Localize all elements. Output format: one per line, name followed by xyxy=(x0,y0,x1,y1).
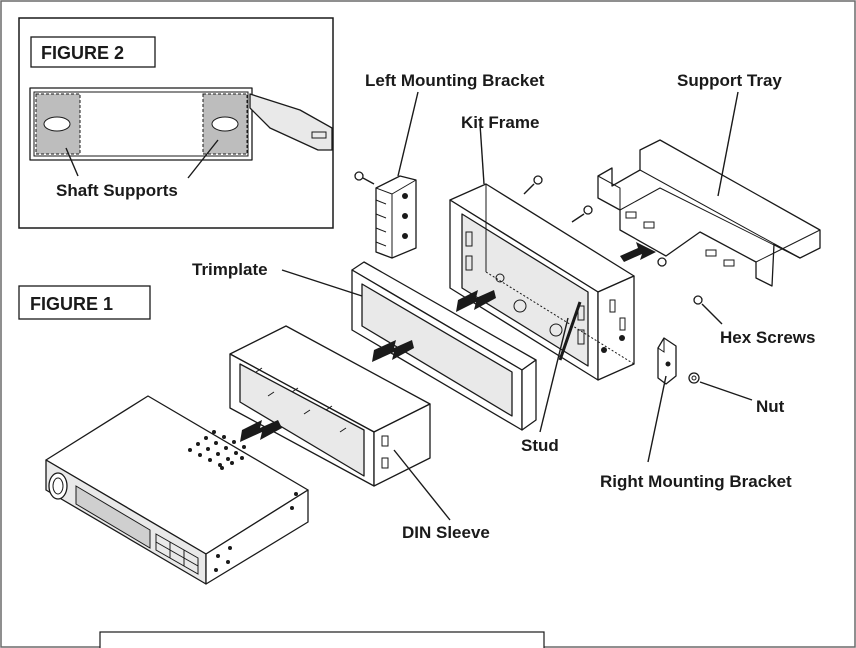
kit-frame-label: Kit Frame xyxy=(461,113,539,132)
leader-din-sleeve xyxy=(393,449,451,521)
nut-label: Nut xyxy=(756,397,785,416)
radio-slot-inner xyxy=(33,91,249,157)
leader-kit-frame xyxy=(479,123,485,185)
arrow-trimplate xyxy=(372,340,414,362)
support-tray-label: Support Tray xyxy=(677,71,782,90)
shaft-hole-left xyxy=(43,116,71,132)
figure-2-title-box xyxy=(30,36,156,68)
hex-screw-frame-mid xyxy=(571,205,593,223)
removal-tool-slot xyxy=(311,131,327,139)
hex-screw-tray xyxy=(657,257,667,267)
arrow-din-sleeve xyxy=(240,420,282,442)
left-mounting-bracket-label: Left Mounting Bracket xyxy=(365,71,545,90)
hex-screw-left-bracket xyxy=(354,171,375,185)
figure-2-title: FIGURE 2 xyxy=(41,43,124,63)
din-sleeve-label: DIN Sleeve xyxy=(402,523,490,542)
arrow-support-tray xyxy=(620,242,656,262)
leader-stud xyxy=(539,317,569,433)
trimplate-label: Trimplate xyxy=(192,260,268,279)
hex-screw-frame-top xyxy=(523,175,543,195)
stud-label: Stud xyxy=(521,436,559,455)
nut xyxy=(688,372,700,384)
support-tray xyxy=(597,139,821,287)
figure-1-title: FIGURE 1 xyxy=(30,294,113,314)
arrow-kit-frame xyxy=(456,290,496,312)
left-mounting-bracket xyxy=(375,175,417,259)
leader-right-bracket xyxy=(647,375,667,463)
trimplate xyxy=(351,261,537,431)
figure-2-inset: FIGURE 2 Shaft Supports xyxy=(18,17,334,229)
caption-box xyxy=(99,631,545,648)
figure-1-title-box xyxy=(18,285,151,320)
kit-frame xyxy=(449,183,635,381)
leader-shaft-right xyxy=(187,139,219,179)
leader-support-tray xyxy=(717,91,739,197)
din-sleeve xyxy=(229,325,431,487)
shaft-hole-right xyxy=(211,116,239,132)
hex-screws-label: Hex Screws xyxy=(720,328,815,347)
radio-unit xyxy=(45,395,309,585)
right-mounting-bracket-label: Right Mounting Bracket xyxy=(600,472,792,491)
leader-shaft-left xyxy=(65,147,79,177)
hex-screw-right xyxy=(693,295,703,305)
leader-left-bracket xyxy=(397,91,419,177)
leader-nut xyxy=(699,381,753,401)
stud-pin xyxy=(558,301,582,361)
leader-hex-screws xyxy=(701,303,723,325)
right-mounting-bracket xyxy=(657,337,677,385)
shaft-supports-label: Shaft Supports xyxy=(56,181,178,200)
leader-trimplate xyxy=(281,269,363,297)
